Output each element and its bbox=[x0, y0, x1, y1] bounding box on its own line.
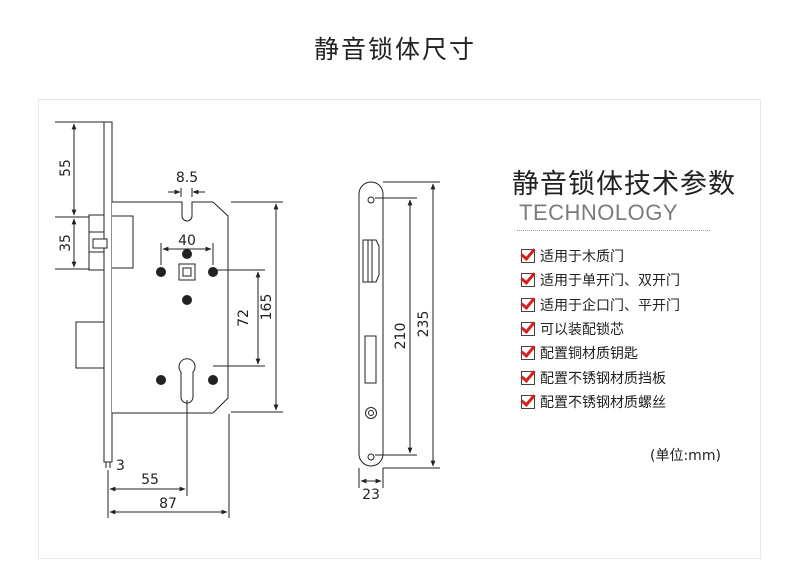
feature-label: 适用于企口门、平开门 bbox=[540, 297, 680, 314]
face-plate-front-view bbox=[358, 181, 384, 467]
dim-210: 210 bbox=[393, 323, 409, 350]
dim-55-top: 55 bbox=[58, 159, 74, 177]
dim-235: 235 bbox=[416, 311, 432, 338]
dim-23: 23 bbox=[362, 487, 380, 503]
feature-item: 适用于企口门、平开门 bbox=[521, 293, 680, 317]
feature-list: 适用于木质门 适用于单开门、双开门 适用于企口门、平开门 可以装配锁芯 配置铜材… bbox=[521, 244, 680, 414]
dim-8-5: 8.5 bbox=[176, 170, 198, 186]
checkbox-checked-icon bbox=[521, 322, 535, 337]
feature-item: 适用于单开门、双开门 bbox=[521, 268, 680, 292]
checkbox-checked-icon bbox=[521, 346, 535, 361]
content-frame bbox=[38, 99, 761, 559]
spec-title: 静音锁体技术参数 bbox=[512, 169, 736, 200]
dim-165: 165 bbox=[259, 294, 275, 321]
feature-item: 配置不锈钢材质螺丝 bbox=[521, 390, 680, 414]
spec-subtitle: TECHNOLOGY bbox=[519, 200, 679, 225]
feature-label: 适用于单开门、双开门 bbox=[540, 273, 680, 290]
unit-note: (单位:mm) bbox=[650, 448, 721, 464]
feature-label: 可以装配锁芯 bbox=[540, 322, 624, 339]
checkbox-checked-icon bbox=[521, 370, 535, 385]
dim-55-bottom: 55 bbox=[141, 472, 159, 488]
feature-label: 适用于木质门 bbox=[540, 249, 624, 266]
checkbox-checked-icon bbox=[521, 297, 535, 312]
dim-40: 40 bbox=[178, 233, 196, 249]
dotted-divider bbox=[517, 230, 710, 231]
feature-label: 配置不锈钢材质挡板 bbox=[540, 370, 666, 387]
feature-item: 配置不锈钢材质挡板 bbox=[521, 365, 680, 389]
checkbox-checked-icon bbox=[521, 249, 535, 264]
feature-item: 可以装配锁芯 bbox=[521, 317, 680, 341]
dim-87: 87 bbox=[159, 496, 177, 512]
lock-body-side-view bbox=[75, 121, 229, 468]
feature-item: 配置铜材质钥匙 bbox=[521, 341, 680, 365]
page-title: 静音锁体尺寸 bbox=[313, 35, 476, 64]
feature-item: 适用于木质门 bbox=[521, 244, 680, 268]
feature-label: 配置不锈钢材质螺丝 bbox=[540, 394, 666, 411]
feature-label: 配置铜材质钥匙 bbox=[540, 346, 638, 363]
checkbox-checked-icon bbox=[521, 273, 535, 288]
dim-3: 3 bbox=[116, 458, 125, 474]
checkbox-checked-icon bbox=[521, 394, 535, 409]
dim-72: 72 bbox=[236, 309, 252, 327]
dim-35: 35 bbox=[58, 234, 74, 252]
